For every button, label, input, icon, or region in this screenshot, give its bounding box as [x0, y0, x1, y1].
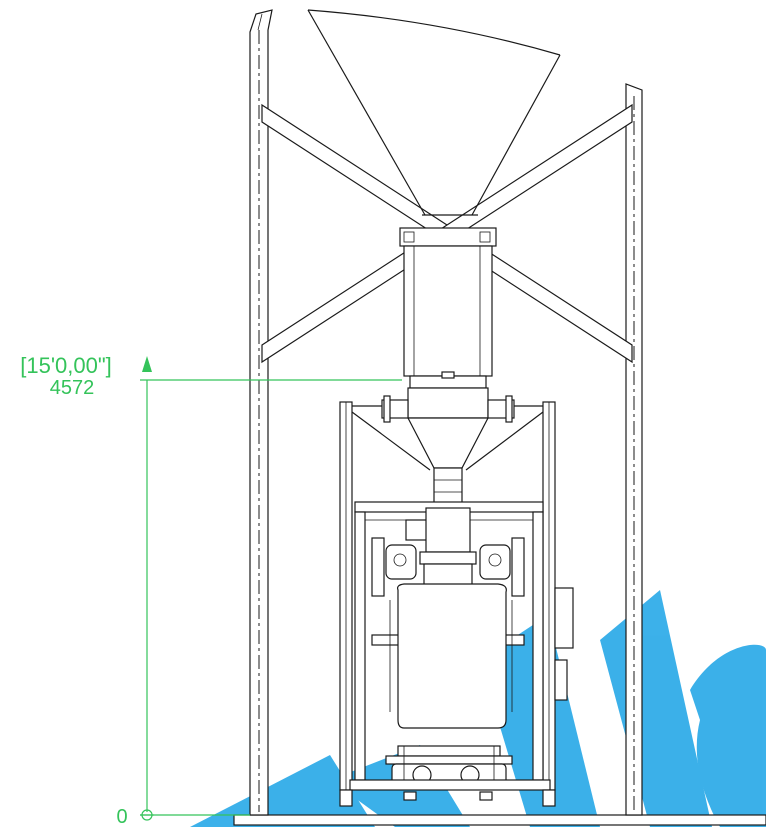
watermark-stroke-4	[600, 590, 712, 827]
scale-platform	[339, 745, 556, 807]
dimension-imperial-label: [15'0,00"]	[20, 353, 112, 378]
arrowhead-up-icon	[142, 356, 152, 372]
hopper-cone	[307, 9, 561, 216]
dimension-origin-label: 0	[116, 806, 127, 827]
dimension-metric-value: 4572	[50, 377, 95, 399]
bulk-bag	[389, 583, 513, 729]
watermark-stroke-5	[690, 644, 766, 827]
height-dimension: [15'0,00"] 4572 0	[20, 353, 402, 827]
ground-base-plate	[233, 814, 766, 826]
discharge-hopper	[407, 371, 489, 509]
watermark-stroke-1	[190, 755, 375, 827]
left-column	[249, 9, 273, 816]
discharge-tube	[399, 214, 497, 377]
filling-head	[371, 507, 525, 597]
right-column	[625, 83, 643, 816]
circle-crosshair-icon	[140, 809, 154, 821]
side-panel	[554, 587, 574, 701]
